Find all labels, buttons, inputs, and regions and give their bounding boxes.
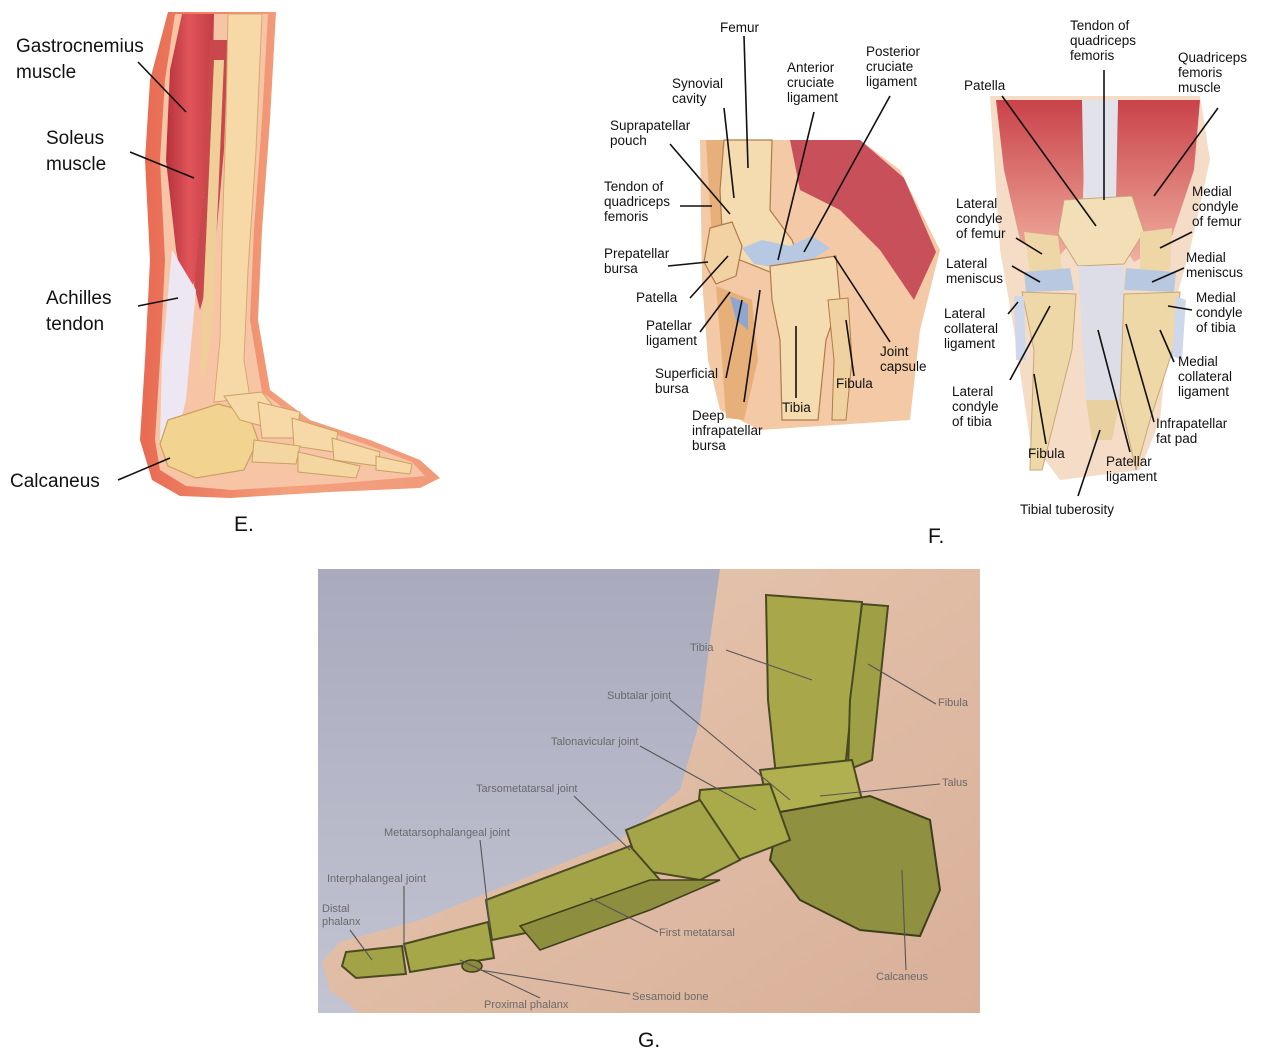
label-fibula-photo: Fibula	[938, 697, 969, 709]
label-metatarsophalangeal: Metatarsophalangeal joint	[384, 827, 510, 839]
label-sesamoid: Sesamoid bone	[632, 991, 708, 1003]
label-tibial-tuberosity: Tibial tuberosity	[1020, 502, 1114, 517]
panel-f-letter: F.	[928, 525, 944, 548]
knee-sagittal-illustration	[700, 140, 940, 430]
quadriceps-tendon-shape	[1082, 100, 1118, 200]
panel-g-letter: G.	[638, 1029, 660, 1051]
label-interphalangeal: Interphalangeal joint	[327, 873, 426, 885]
label-fibula-sag: Fibula	[836, 376, 873, 391]
label-fibula-ant: Fibula	[1028, 446, 1065, 461]
label-tibia-photo: Tibia	[690, 642, 714, 654]
patellar-ligament-shape	[1078, 266, 1124, 400]
label-calcaneus-e: Calcaneus	[10, 471, 100, 492]
label-talus: Talus	[942, 777, 968, 789]
label-talonavicular: Talonavicular joint	[551, 736, 638, 748]
panel-g: Tibia Fibula Subtalar joint Talonavicula…	[318, 569, 980, 1051]
leg-illustration	[140, 12, 440, 498]
label-medial-condyle-femur: Medialcondyleof femur	[1192, 184, 1242, 229]
label-first-metatarsal: First metatarsal	[659, 927, 735, 939]
label-patella-ant: Patella	[964, 78, 1006, 93]
label-subtalar: Subtalar joint	[607, 690, 671, 702]
label-tibia-sag: Tibia	[782, 400, 811, 415]
panel-e-letter: E.	[234, 513, 254, 536]
label-tarsometatarsal: Tarsometatarsal joint	[476, 783, 578, 795]
label-patella-sag: Patella	[636, 290, 678, 305]
label-proximal-phalanx: Proximal phalanx	[484, 999, 569, 1011]
photo-distal-phalanx	[342, 946, 406, 978]
label-femur: Femur	[720, 20, 760, 35]
label-calcaneus-photo: Calcaneus	[876, 971, 928, 983]
